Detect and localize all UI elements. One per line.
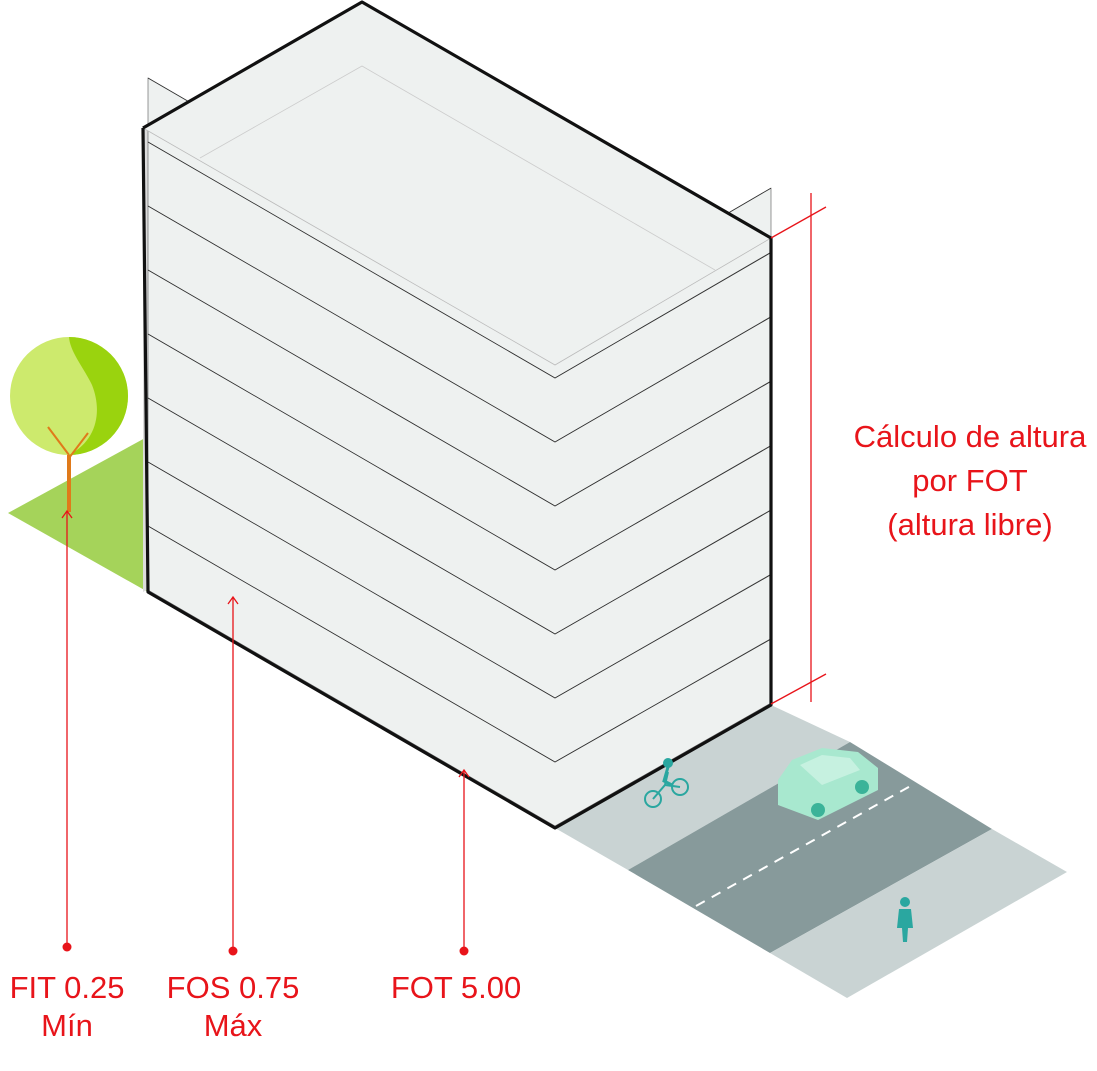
fit-dot [62, 942, 72, 952]
cyclist-icon [644, 758, 689, 808]
fos-leader-arrow [227, 595, 239, 605]
height-bottom-tick [770, 673, 827, 705]
floor-edge-7 [147, 461, 772, 699]
fit-label: FIT 0.25 [10, 970, 125, 1005]
road-lane-marking [695, 783, 915, 907]
fos-sublabel: Máx [204, 1008, 263, 1043]
floor-edge-8 [147, 525, 772, 763]
sidewalk-far [770, 829, 1067, 998]
floor-edge-3 [147, 205, 772, 443]
fit-sublabel: Mín [41, 1008, 93, 1043]
fot-leader-arrow [458, 768, 470, 778]
fos-dot [228, 946, 238, 956]
annotation-dots [62, 942, 469, 956]
fot-label: FOT 5.00 [391, 970, 521, 1005]
floor-edge-2 [147, 141, 772, 379]
tree-icon [10, 337, 128, 512]
car-icon [778, 748, 878, 820]
height-top-tick [770, 206, 827, 239]
road [628, 742, 992, 953]
building-outline [141, 0, 773, 830]
fit-leader-arrow [61, 509, 73, 519]
pedestrian-icon [897, 897, 913, 942]
sidewalk-near [555, 705, 850, 870]
height-label-line2: por FOT [912, 463, 1027, 498]
fot-dot [459, 946, 469, 956]
roof-inner-edge [199, 65, 716, 271]
annotation-lines [61, 193, 827, 950]
floor-edge-6 [147, 397, 772, 635]
height-label-line1: Cálculo de altura [854, 419, 1087, 454]
street [555, 705, 1067, 998]
fos-label: FOS 0.75 [167, 970, 300, 1005]
floor-edge-5 [147, 333, 772, 571]
floor-edge-4 [147, 269, 772, 507]
height-label-line3: (altura libre) [887, 507, 1052, 542]
